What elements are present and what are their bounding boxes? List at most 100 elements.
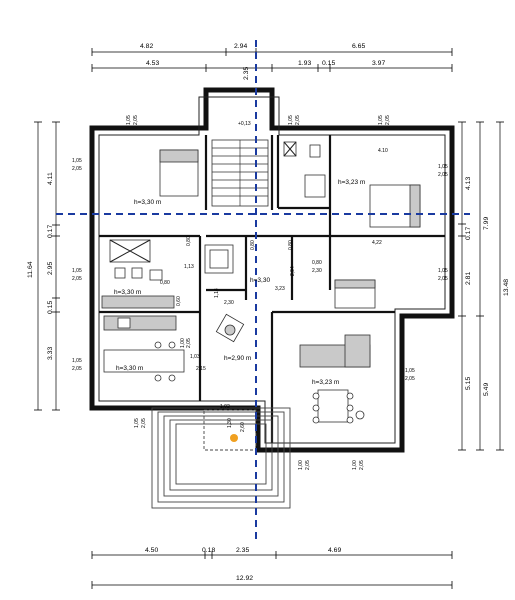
interior-dimensions: +0,13 4.10 4,22 1,13 1,14 2,30 2,30 0,80… (160, 121, 388, 432)
dim-left-outer: 11.64 (27, 261, 34, 278)
dim-bottom-2: 0.18 (202, 547, 215, 554)
room-label-bedroom-right: h=3,23 m (338, 179, 365, 186)
idim-1-13: 1,13 (184, 264, 194, 270)
idim-1-30: 1,30 (227, 418, 233, 428)
dim-top-inner-3: 1.93 (298, 60, 311, 67)
idim-2-15: 2,15 (196, 366, 206, 372)
window-label-top-1b: 2,05 (133, 115, 139, 125)
bottom-dimension-inner: 4.50 0.18 2.35 4.69 (91, 547, 453, 559)
dim-top-inner-2: 2.35 (243, 67, 250, 80)
dim-bottom-1: 4.50 (145, 547, 158, 554)
bed-right (369, 184, 421, 228)
left-dimension: 11.64 4.11 0.17 2.95 0.15 3.33 (27, 121, 60, 411)
idim-0-60: 0,60 (176, 296, 182, 306)
window-label-left-1a: 1,05 (72, 158, 82, 164)
room-label-bedroom-left: h=3,30 m (134, 199, 161, 206)
bathroom-fixtures-right (283, 141, 326, 198)
window-label-top-2a: 1,05 (288, 115, 294, 125)
dim-bottom-3: 2.35 (236, 547, 249, 554)
window-label-top-3b: 2,05 (385, 115, 391, 125)
idim-1-14: 1,14 (214, 288, 220, 298)
bottom-dimension-overall: 12.92 (91, 575, 453, 589)
idim-2-05: 2,05 (186, 338, 192, 348)
room-label-living: h=3,23 m (312, 379, 339, 386)
idim-0-80-d: 0,80 (288, 240, 294, 250)
dim-top-1: 4.82 (140, 43, 153, 50)
dim-right-mid-1: 7.99 (483, 217, 490, 230)
window-label-left-3b: 2,05 (72, 366, 82, 372)
dim-left-2: 0.17 (47, 225, 54, 238)
entry-marker-icon (230, 434, 238, 442)
dim-right-3: 2.81 (465, 272, 472, 285)
front-porch-steps (151, 407, 291, 509)
idim-3-23: 3,23 (275, 286, 285, 292)
room-label-bath: h=3,30 m (114, 289, 141, 296)
dim-top-inner-5: 3.97 (372, 60, 385, 67)
right-dimension: 13.48 7.99 5.49 4.13 0.17 2.81 5.15 (458, 121, 510, 451)
dim-left-5: 3.33 (47, 347, 54, 360)
window-label-top-3a: 1,05 (378, 115, 384, 125)
room-label-entry: h=2,90 m (224, 355, 251, 362)
idim-4-10: 4.10 (378, 148, 388, 154)
idim-4-22: 4,22 (372, 240, 382, 246)
bed-right-2 (334, 279, 376, 309)
dim-bottom-overall: 12.92 (236, 575, 253, 582)
kitchen-counter (103, 315, 185, 382)
idim-2-60: 2,60 (240, 422, 246, 432)
window-label-right-2b: 2,05 (438, 276, 448, 282)
window-label-left-1b: 2,05 (72, 166, 82, 172)
dim-top-inner-1: 4.53 (146, 60, 159, 67)
idim-2-30-a: 2,30 (224, 300, 234, 306)
room-label-hall: h=3,30 (250, 277, 270, 284)
idim-2-94: 2,94 (290, 266, 296, 276)
room-label-kitchen: h=3,30 m (116, 365, 143, 372)
window-label-right-2a: 1,05 (438, 268, 448, 274)
dim-right-outer: 13.48 (503, 279, 510, 296)
window-label-right-3b: 2,05 (405, 376, 415, 382)
window-labels: 1,05 2,05 1,05 2,05 1,05 2,05 1,05 2,05 … (72, 115, 448, 470)
dim-right-1: 4.13 (465, 177, 472, 190)
level-label: +0,13 (238, 121, 251, 127)
idim-0-80-b: 0,80 (186, 236, 192, 246)
window-label-left-3a: 1,05 (72, 358, 82, 364)
dim-top-inner-4: 0.15 (322, 60, 335, 67)
dim-bottom-4: 4.69 (328, 547, 341, 554)
living-sofa (299, 334, 371, 368)
interior-walls (99, 135, 445, 443)
window-label-bottom-2b: 2,05 (305, 460, 311, 470)
dim-right-2: 0.17 (465, 227, 472, 240)
dim-top-3: 6.65 (352, 43, 365, 50)
idim-2-30-b: 2,30 (312, 268, 322, 274)
dim-left-3: 2.95 (47, 262, 54, 275)
top-dimension-inner: 4.53 2.35 1.93 0.15 3.97 (91, 60, 453, 80)
idim-1-02: 1,02 (220, 404, 230, 410)
window-label-left-2a: 1,05 (72, 268, 82, 274)
dim-left-4: 0.15 (47, 301, 54, 314)
idim-0-80-a: 0,80 (312, 260, 322, 266)
window-label-right-1b: 2,05 (438, 172, 448, 178)
idim-1-00: 1,00 (180, 338, 186, 348)
dim-left-1: 4.11 (47, 172, 54, 185)
top-dimension-overall: 4.82 2.94 6.65 (91, 43, 453, 56)
idim-1-03: 1,03 (190, 354, 200, 360)
window-label-top-2b: 2,05 (295, 115, 301, 125)
idim-0-80-c: 0,80 (250, 240, 256, 250)
dim-top-2: 2.94 (234, 43, 247, 50)
entry-stove (215, 313, 245, 343)
window-label-top-1a: 1,05 (126, 115, 132, 125)
window-label-bottom-2a: 1,00 (298, 460, 304, 470)
idim-0-80-e: 0,80 (160, 280, 170, 286)
bathroom-fixtures-left (101, 239, 175, 309)
bed-left (159, 149, 199, 197)
window-label-bottom-3a: 1,00 (352, 460, 358, 470)
staircase (204, 139, 269, 274)
window-label-bottom-3b: 2,05 (359, 460, 365, 470)
window-label-bottom-1a: 1,05 (134, 418, 140, 428)
window-label-left-2b: 2,05 (72, 276, 82, 282)
section-axis-lines (56, 40, 470, 540)
window-label-bottom-1b: 2,05 (141, 418, 147, 428)
window-label-right-3a: 1,05 (405, 368, 415, 374)
dining-table (312, 389, 365, 424)
dim-right-mid-2: 5.49 (483, 383, 490, 396)
